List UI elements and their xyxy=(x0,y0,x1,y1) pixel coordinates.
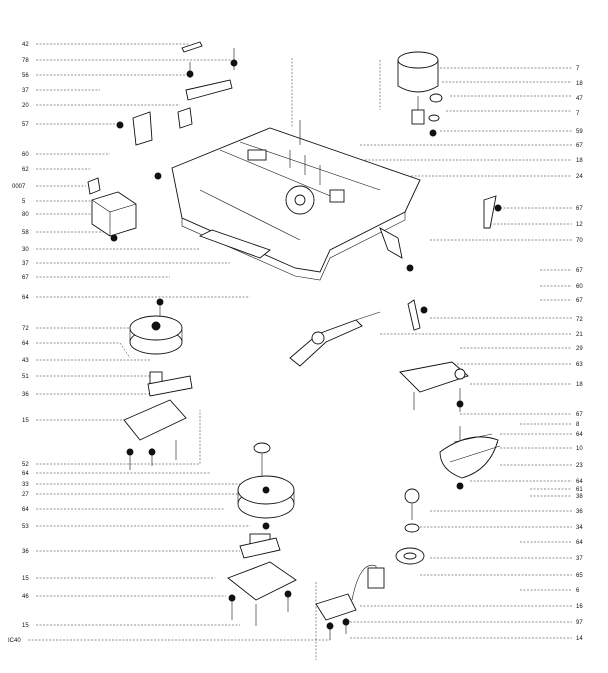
callout-right-31: 37 xyxy=(576,556,583,562)
callout-right-11: 70 xyxy=(576,238,583,244)
main-chassis xyxy=(171,58,421,281)
callout-right-24: 23 xyxy=(576,463,583,469)
callout-left-14: 37 xyxy=(22,261,29,267)
callout-left-2: 78 xyxy=(22,58,29,64)
callout-left-15: 67 xyxy=(22,275,29,281)
callout-left-26: 27 xyxy=(22,492,29,498)
callout-right-22: 64 xyxy=(576,432,583,438)
callout-left-5: 20 xyxy=(22,103,29,109)
callout-right-33: 6 xyxy=(576,588,580,594)
callout-right-17: 29 xyxy=(576,346,583,352)
left-callouts: 42 78 56 37 20 57 60 62 0007 5 80 58 30 … xyxy=(8,42,330,644)
callout-right-28: 36 xyxy=(576,509,583,515)
callout-left-8: 62 xyxy=(22,167,29,173)
callout-left-32: 15 xyxy=(22,623,29,629)
callout-left-29: 36 xyxy=(22,549,29,555)
callout-left-23: 52 xyxy=(22,462,29,468)
callout-right-9: 67 xyxy=(576,206,583,212)
callout-left-9: 0007 xyxy=(12,184,26,190)
callout-right-18: 63 xyxy=(576,362,583,368)
callout-right-16: 21 xyxy=(576,332,583,338)
callout-left-11: 80 xyxy=(22,212,29,218)
right-callouts: 7 18 47 7 59 67 18 24 67 12 70 67 60 67 … xyxy=(330,66,583,642)
left-reel-assembly xyxy=(123,298,193,470)
callout-right-13: 60 xyxy=(576,284,583,290)
callout-left-27: 64 xyxy=(22,507,29,513)
callout-left-6: 57 xyxy=(22,122,29,128)
callout-right-19: 18 xyxy=(576,382,583,388)
callout-right-7: 18 xyxy=(576,158,583,164)
callout-right-21: 8 xyxy=(576,422,580,428)
callout-left-7: 60 xyxy=(22,152,29,158)
callout-right-25: 64 xyxy=(576,479,583,485)
callout-left-31: 46 xyxy=(22,594,29,600)
callout-right-36: 14 xyxy=(576,636,583,642)
callout-left-4: 37 xyxy=(22,88,29,94)
callout-left-19: 43 xyxy=(22,358,29,364)
callout-right-4: 7 xyxy=(576,111,580,117)
callout-left-16: 64 xyxy=(22,295,29,301)
right-arm-assembly xyxy=(289,299,501,565)
callout-right-12: 67 xyxy=(576,268,583,274)
callout-right-20: 67 xyxy=(576,412,583,418)
callout-right-34: 16 xyxy=(576,604,583,610)
switch-bracket xyxy=(315,564,385,660)
callout-left-30: 15 xyxy=(22,576,29,582)
callout-left-10: 5 xyxy=(22,199,26,205)
callout-right-3: 47 xyxy=(576,96,583,102)
callout-right-35: 97 xyxy=(576,620,583,626)
callout-left-13: 30 xyxy=(22,247,29,253)
solenoid-and-levers xyxy=(87,41,502,272)
flywheel-assembly xyxy=(227,442,297,626)
callout-left-17: 72 xyxy=(22,326,29,332)
callout-left-25: 33 xyxy=(22,482,29,488)
callout-left-21: 36 xyxy=(22,392,29,398)
callout-left-3: 56 xyxy=(22,73,29,79)
callout-right-32: 65 xyxy=(576,573,583,579)
callout-right-14: 67 xyxy=(576,298,583,304)
callout-left-1: 42 xyxy=(22,42,29,48)
callout-right-10: 12 xyxy=(576,222,583,228)
callout-right-30: 64 xyxy=(576,540,583,546)
callout-left-28: 53 xyxy=(22,524,29,530)
callout-right-29: 34 xyxy=(576,525,583,531)
callout-right-15: 72 xyxy=(576,317,583,323)
callout-right-23: 10 xyxy=(576,446,583,452)
callout-right-5: 59 xyxy=(576,129,583,135)
callout-right-2: 18 xyxy=(576,81,583,87)
callout-right-1: 7 xyxy=(576,66,580,72)
callout-right-27: 38 xyxy=(576,494,583,500)
callout-left-22: 15 xyxy=(22,418,29,424)
callout-left-18: 64 xyxy=(22,341,29,347)
callout-left-12: 58 xyxy=(22,230,29,236)
callout-left-33: IC40 xyxy=(8,638,21,644)
callout-left-24: 64 xyxy=(22,471,29,477)
callout-right-8: 24 xyxy=(576,174,583,180)
callout-left-20: 51 xyxy=(22,374,29,380)
callout-right-26: 61 xyxy=(576,487,583,493)
callout-right-6: 67 xyxy=(576,143,583,149)
pinch-roller-assembly xyxy=(397,51,443,137)
